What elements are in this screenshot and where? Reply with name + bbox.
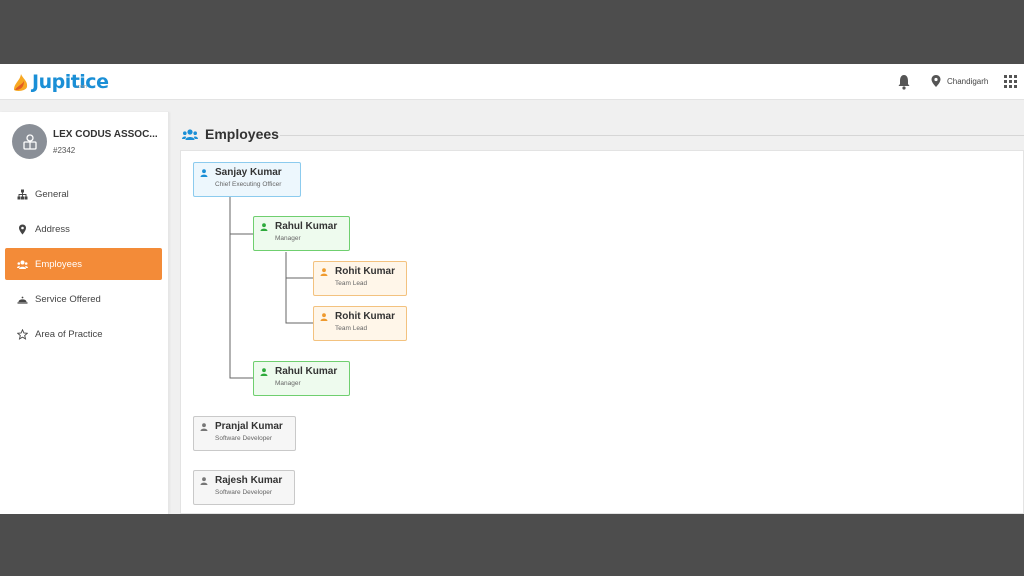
star-icon [17,328,28,340]
users-icon [17,260,28,269]
sidebar-item-label: Service Offered [35,293,101,305]
user-icon [260,222,268,231]
page-title: Employees [182,126,279,142]
sidebar-item-service-offered[interactable]: Service Offered [5,283,162,315]
title-divider [280,135,1024,136]
employee-role: Team Lead [335,280,368,287]
service-bell-icon [17,296,28,304]
user-icon [200,476,208,485]
employee-role: Manager [275,380,301,387]
page-title-text: Employees [205,126,279,142]
org-chart-panel [180,150,1024,514]
location-label: Chandigarh [947,76,989,86]
employee-card-rahul-kumar[interactable]: Rahul Kumar Manager [253,361,350,396]
user-icon [200,168,208,177]
app-window: Jupitice .com Chandigarh [0,64,1024,514]
sidebar-item-label: Area of Practice [35,328,103,340]
logo-text: Jupitice [32,71,109,93]
employee-role: Software Developer [215,435,273,442]
employee-card-pranjal-kumar[interactable]: Pranjal Kumar Software Developer [193,416,296,451]
users-icon [182,128,198,140]
sidebar-item-general[interactable]: General [5,178,162,210]
organization-profile: LEX CODUS ASSOC... #2342 [12,124,158,159]
sidebar-item-label: General [35,188,69,200]
employee-role: Team Lead [335,325,368,332]
sidebar-item-label: Employees [35,258,82,270]
user-icon [260,367,268,376]
apps-grid-icon[interactable] [1004,75,1017,88]
map-marker-icon [19,224,26,234]
employee-card-sanjay-kumar[interactable]: Sanjay Kumar Chief Executing Officer [193,162,301,197]
employee-role: Software Developer [215,489,273,496]
user-icon [320,312,328,321]
logo-subtext: .com [76,84,87,90]
sitemap-icon [17,189,28,199]
sidebar-item-area-of-practice[interactable]: Area of Practice [5,318,162,350]
sidebar: LEX CODUS ASSOC... #2342 General [0,112,169,514]
location-pin-icon [931,75,941,87]
employee-name: Rajesh Kumar [215,475,283,486]
building-icon [22,133,37,150]
top-header: Jupitice .com Chandigarh [0,64,1024,100]
organization-id: #2342 [53,145,76,155]
organization-avatar [12,124,47,159]
user-icon [320,267,328,276]
employee-name: Rohit Kumar [335,311,395,322]
employee-card-rohit-kumar[interactable]: Rohit Kumar Team Lead [313,306,407,341]
employee-card-rohit-kumar[interactable]: Rohit Kumar Team Lead [313,261,407,296]
location-selector[interactable]: Chandigarh [931,75,988,87]
sidebar-nav: General Address Employees [5,178,162,353]
sidebar-item-address[interactable]: Address [5,213,162,245]
employee-name: Sanjay Kumar [215,167,282,178]
employee-name: Rahul Kumar [275,366,338,377]
user-icon [200,422,208,431]
sidebar-item-employees[interactable]: Employees [5,248,162,280]
employee-name: Rohit Kumar [335,266,395,277]
employee-card-rahul-kumar[interactable]: Rahul Kumar Manager [253,216,350,251]
organization-name: LEX CODUS ASSOC... [53,128,158,140]
employee-role: Chief Executing Officer [215,181,282,188]
flame-logo-icon [14,74,28,91]
brand-logo[interactable]: Jupitice [12,69,109,95]
employee-name: Pranjal Kumar [215,421,283,432]
sidebar-item-label: Address [35,223,70,235]
employee-role: Manager [275,235,301,242]
bell-icon[interactable] [897,74,911,90]
employee-card-rajesh-kumar[interactable]: Rajesh Kumar Software Developer [193,470,295,505]
employee-name: Rahul Kumar [275,221,338,232]
